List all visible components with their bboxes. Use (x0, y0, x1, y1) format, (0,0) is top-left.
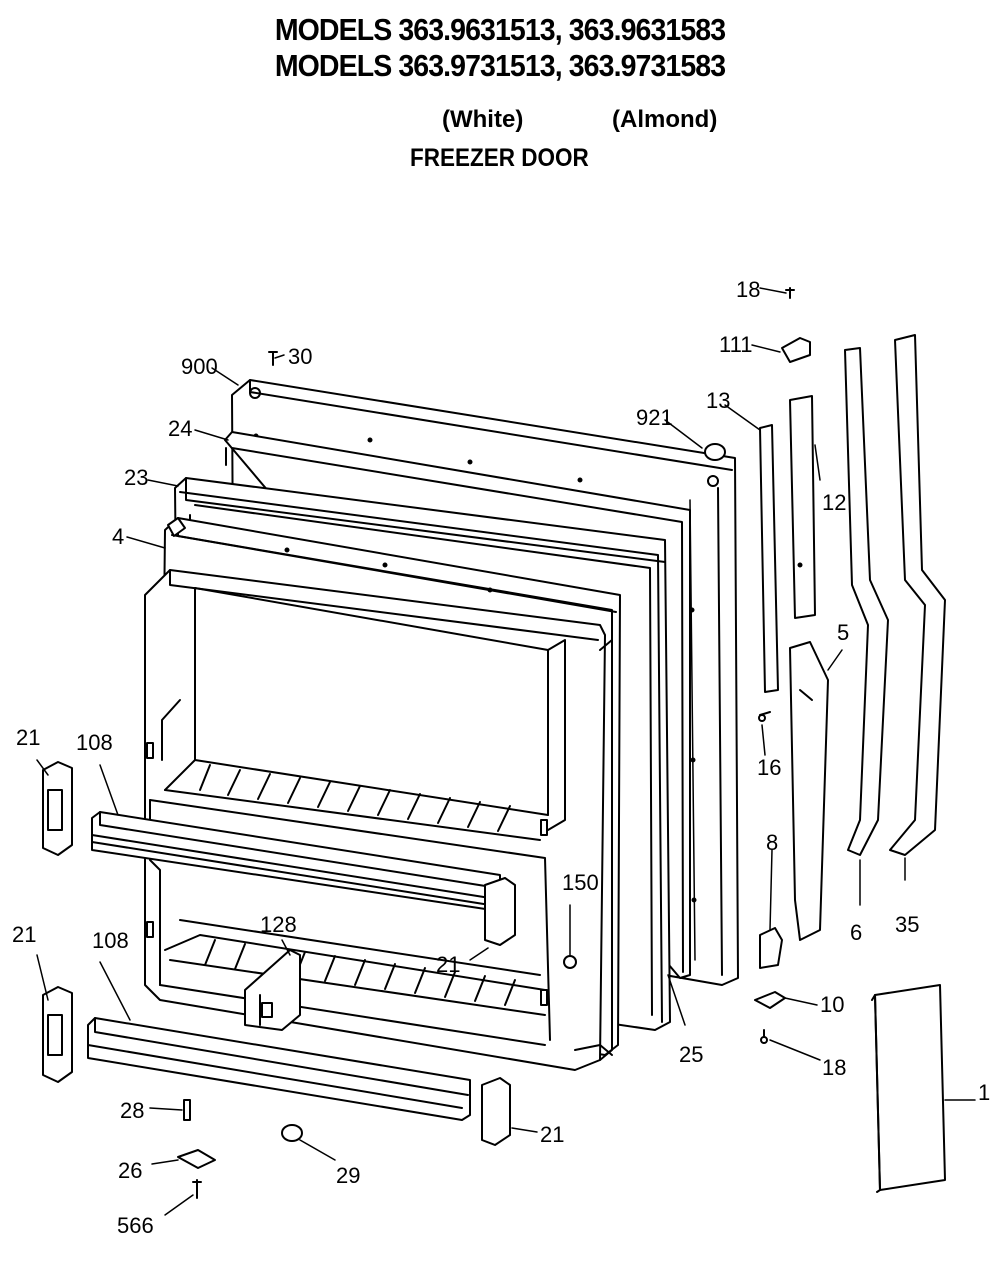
callout-21-left-lower: 21 (12, 922, 36, 947)
screw-18-bottom (760, 1029, 768, 1044)
callout-35: 35 (895, 912, 919, 937)
callout-150: 150 (562, 870, 599, 895)
callout-566: 566 (117, 1213, 154, 1238)
callout-18-bottom: 18 (822, 1055, 846, 1080)
callout-10: 10 (820, 992, 844, 1017)
callout-12: 12 (822, 490, 846, 515)
screw-16 (758, 711, 771, 722)
callout-28: 28 (120, 1098, 144, 1123)
callout-26: 26 (118, 1158, 142, 1183)
bracket-5 (789, 641, 829, 941)
end-cap-upper-right (484, 877, 516, 946)
callout-1: 1 (978, 1080, 990, 1105)
screw-566 (192, 1179, 202, 1199)
leader-lines (36, 287, 976, 1216)
callout-21-left-upper: 21 (16, 725, 40, 750)
callout-16: 16 (757, 755, 781, 780)
screw-18-top (785, 287, 795, 299)
pin-28 (183, 1099, 191, 1121)
end-cap-left-lower (42, 986, 73, 1083)
diagram-subtitle: FREEZER DOOR (410, 144, 589, 172)
callout-30: 30 (288, 344, 312, 369)
models-line-1: MODELS 363.9631513, 363.9631583 (274, 12, 726, 47)
callout-21-lower-cap: 21 (540, 1122, 564, 1147)
callout-13: 13 (706, 388, 730, 413)
literature-1 (871, 984, 946, 1193)
callout-24: 24 (168, 416, 192, 441)
callout-21-upper-cap: 21 (436, 952, 460, 977)
strip-13 (759, 424, 779, 693)
callout-18-top: 18 (736, 277, 760, 302)
models-line-2: MODELS 363.9731513, 363.9731583 (274, 48, 726, 83)
callout-5: 5 (837, 620, 849, 645)
handle-35 (889, 334, 946, 856)
color-almond-label: (Almond) (612, 106, 718, 133)
shelf-bar-lower (87, 1017, 471, 1121)
plug-29 (281, 1124, 303, 1142)
plug-921 (704, 443, 726, 461)
latch-26 (177, 1149, 216, 1169)
screw-30 (268, 351, 278, 366)
callout-8: 8 (766, 830, 778, 855)
callout-23: 23 (124, 465, 148, 490)
callout-labels: 900 30 24 23 4 921 18 111 13 12 5 16 8 6… (12, 277, 990, 1238)
handle-6 (844, 347, 889, 856)
callout-25: 25 (679, 1042, 703, 1067)
hinge-cap-111 (781, 337, 811, 363)
cam-8 (759, 927, 783, 969)
callout-29: 29 (336, 1163, 360, 1188)
end-cap-left-upper (42, 761, 73, 856)
channel-12 (789, 395, 816, 619)
divider-128 (244, 949, 301, 1031)
inner-door-liner (144, 569, 613, 1071)
diagram-header: MODELS 363.9631513, 363.9631583 MODELS 3… (0, 12, 1000, 84)
end-cap-lower-right (481, 1077, 511, 1146)
color-white-label: (White) (442, 106, 524, 133)
plug-150 (563, 955, 577, 969)
hinge-pin-10 (754, 991, 786, 1009)
callout-128: 128 (260, 912, 297, 937)
callout-4: 4 (112, 524, 124, 549)
callout-108-upper: 108 (76, 730, 113, 755)
callout-108-lower: 108 (92, 928, 129, 953)
callout-6: 6 (850, 920, 862, 945)
callout-900: 900 (181, 354, 218, 379)
callout-921: 921 (636, 405, 673, 430)
callout-111: 111 (719, 332, 752, 357)
